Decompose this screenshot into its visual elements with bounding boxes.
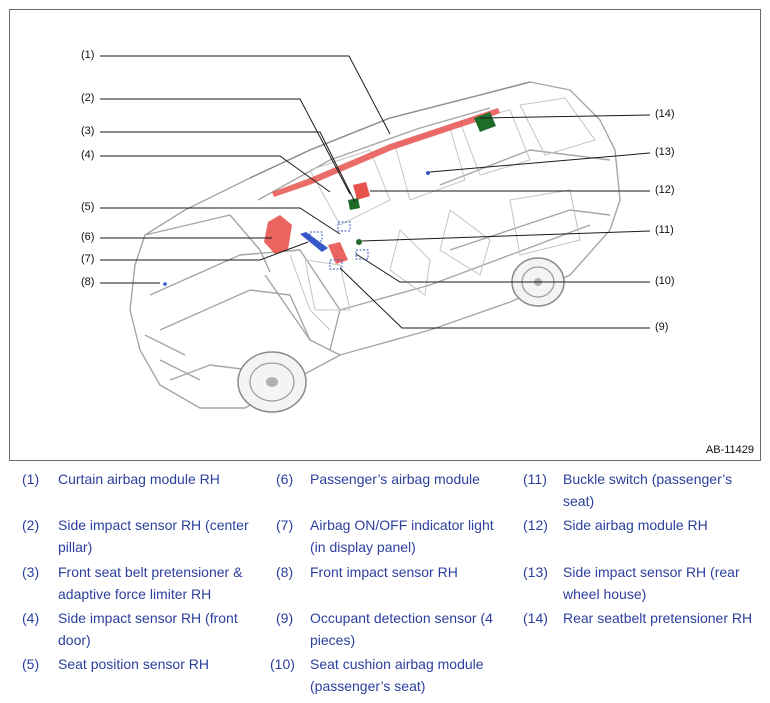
callout-label: (7) <box>81 253 95 265</box>
airbag-indicator-light <box>300 232 328 252</box>
legend-number: (13) <box>523 564 548 580</box>
legend-number: (5) <box>22 656 40 672</box>
legend-text: Seat cushion airbag module(passenger’s s… <box>310 656 484 694</box>
airbag-components <box>163 108 500 286</box>
rear-seatbelt-pretensioner <box>474 112 496 132</box>
legend-number: (12) <box>523 517 548 533</box>
vehicle-cutaway-illustration <box>100 55 651 413</box>
legend-number: (8) <box>276 564 294 580</box>
vehicle-body-outline <box>129 81 621 409</box>
legend-text: Airbag ON/OFF indicator light(in display… <box>310 517 494 555</box>
legend-text: Seat position sensor RH <box>58 656 209 672</box>
legend-item: (10) Seat cushion airbag module(passenge… <box>270 653 520 697</box>
callout-label: (5) <box>81 201 95 213</box>
legend-number: (3) <box>22 564 40 580</box>
legend-text: Passenger’s airbag module <box>310 471 480 487</box>
callout-label: (11) <box>655 224 674 236</box>
legend-number: (10) <box>270 656 295 672</box>
legend-item: (7) Airbag ON/OFF indicator light(in dis… <box>270 514 520 558</box>
legend-text: Front seat belt pretensioner &adaptive f… <box>58 564 243 602</box>
figure-id-label: AB-11429 <box>705 444 754 456</box>
legend-number: (7) <box>276 517 294 533</box>
airbag-component-figure: (1) (2) (3) (4) (5) (6) (7) (8) (14) (13… <box>9 9 761 461</box>
passenger-airbag-module <box>264 215 292 254</box>
legend-number: (6) <box>276 471 294 487</box>
legend-number: (1) <box>22 471 40 487</box>
buckle-switch <box>356 239 362 245</box>
callout-label: (4) <box>81 149 95 161</box>
legend-text: Side airbag module RH <box>563 517 708 533</box>
legend-text: Rear seatbelt pretensioner RH <box>563 610 753 626</box>
rear-wheelhouse-sensor <box>426 171 430 175</box>
front-wheel <box>237 351 307 413</box>
callout-label: (3) <box>81 125 95 137</box>
callout-label: (6) <box>81 231 95 243</box>
legend-number: (2) <box>22 517 40 533</box>
legend-item: (1) Curtain airbag module RH <box>22 468 272 512</box>
curtain-airbag-module <box>272 108 500 197</box>
legend-item: (5) Seat position sensor RH <box>22 653 272 697</box>
callout-label: (2) <box>81 92 95 104</box>
callout-label: (13) <box>655 146 675 158</box>
seat-cushion-airbag-module <box>328 242 348 264</box>
callout-label: (9) <box>655 321 669 333</box>
callout-label: (1) <box>81 49 95 61</box>
callout-label: (14) <box>655 108 675 120</box>
legend-number: (11) <box>523 471 547 487</box>
legend-item: (14) Rear seatbelt pretensioner RH <box>523 607 768 651</box>
callout-label: (10) <box>655 275 675 287</box>
legend-item: (12) Side airbag module RH <box>523 514 768 558</box>
callout-leader-lines <box>100 55 651 329</box>
front-seatbelt-pretensioner <box>348 198 360 210</box>
legend-item: (3) Front seat belt pretensioner &adapti… <box>22 561 272 605</box>
legend-number: (4) <box>22 610 40 626</box>
legend-number: (14) <box>523 610 548 626</box>
front-impact-sensor <box>163 282 167 286</box>
legend-item: (6) Passenger’s airbag module <box>270 468 520 512</box>
side-airbag-module <box>353 182 370 200</box>
legend-number: (9) <box>276 610 294 626</box>
legend-text: Front impact sensor RH <box>310 564 458 580</box>
legend-item: (8) Front impact sensor RH <box>270 561 520 605</box>
callout-label: (8) <box>81 276 95 288</box>
legend-text: Curtain airbag module RH <box>58 471 220 487</box>
callout-label: (12) <box>655 184 675 196</box>
